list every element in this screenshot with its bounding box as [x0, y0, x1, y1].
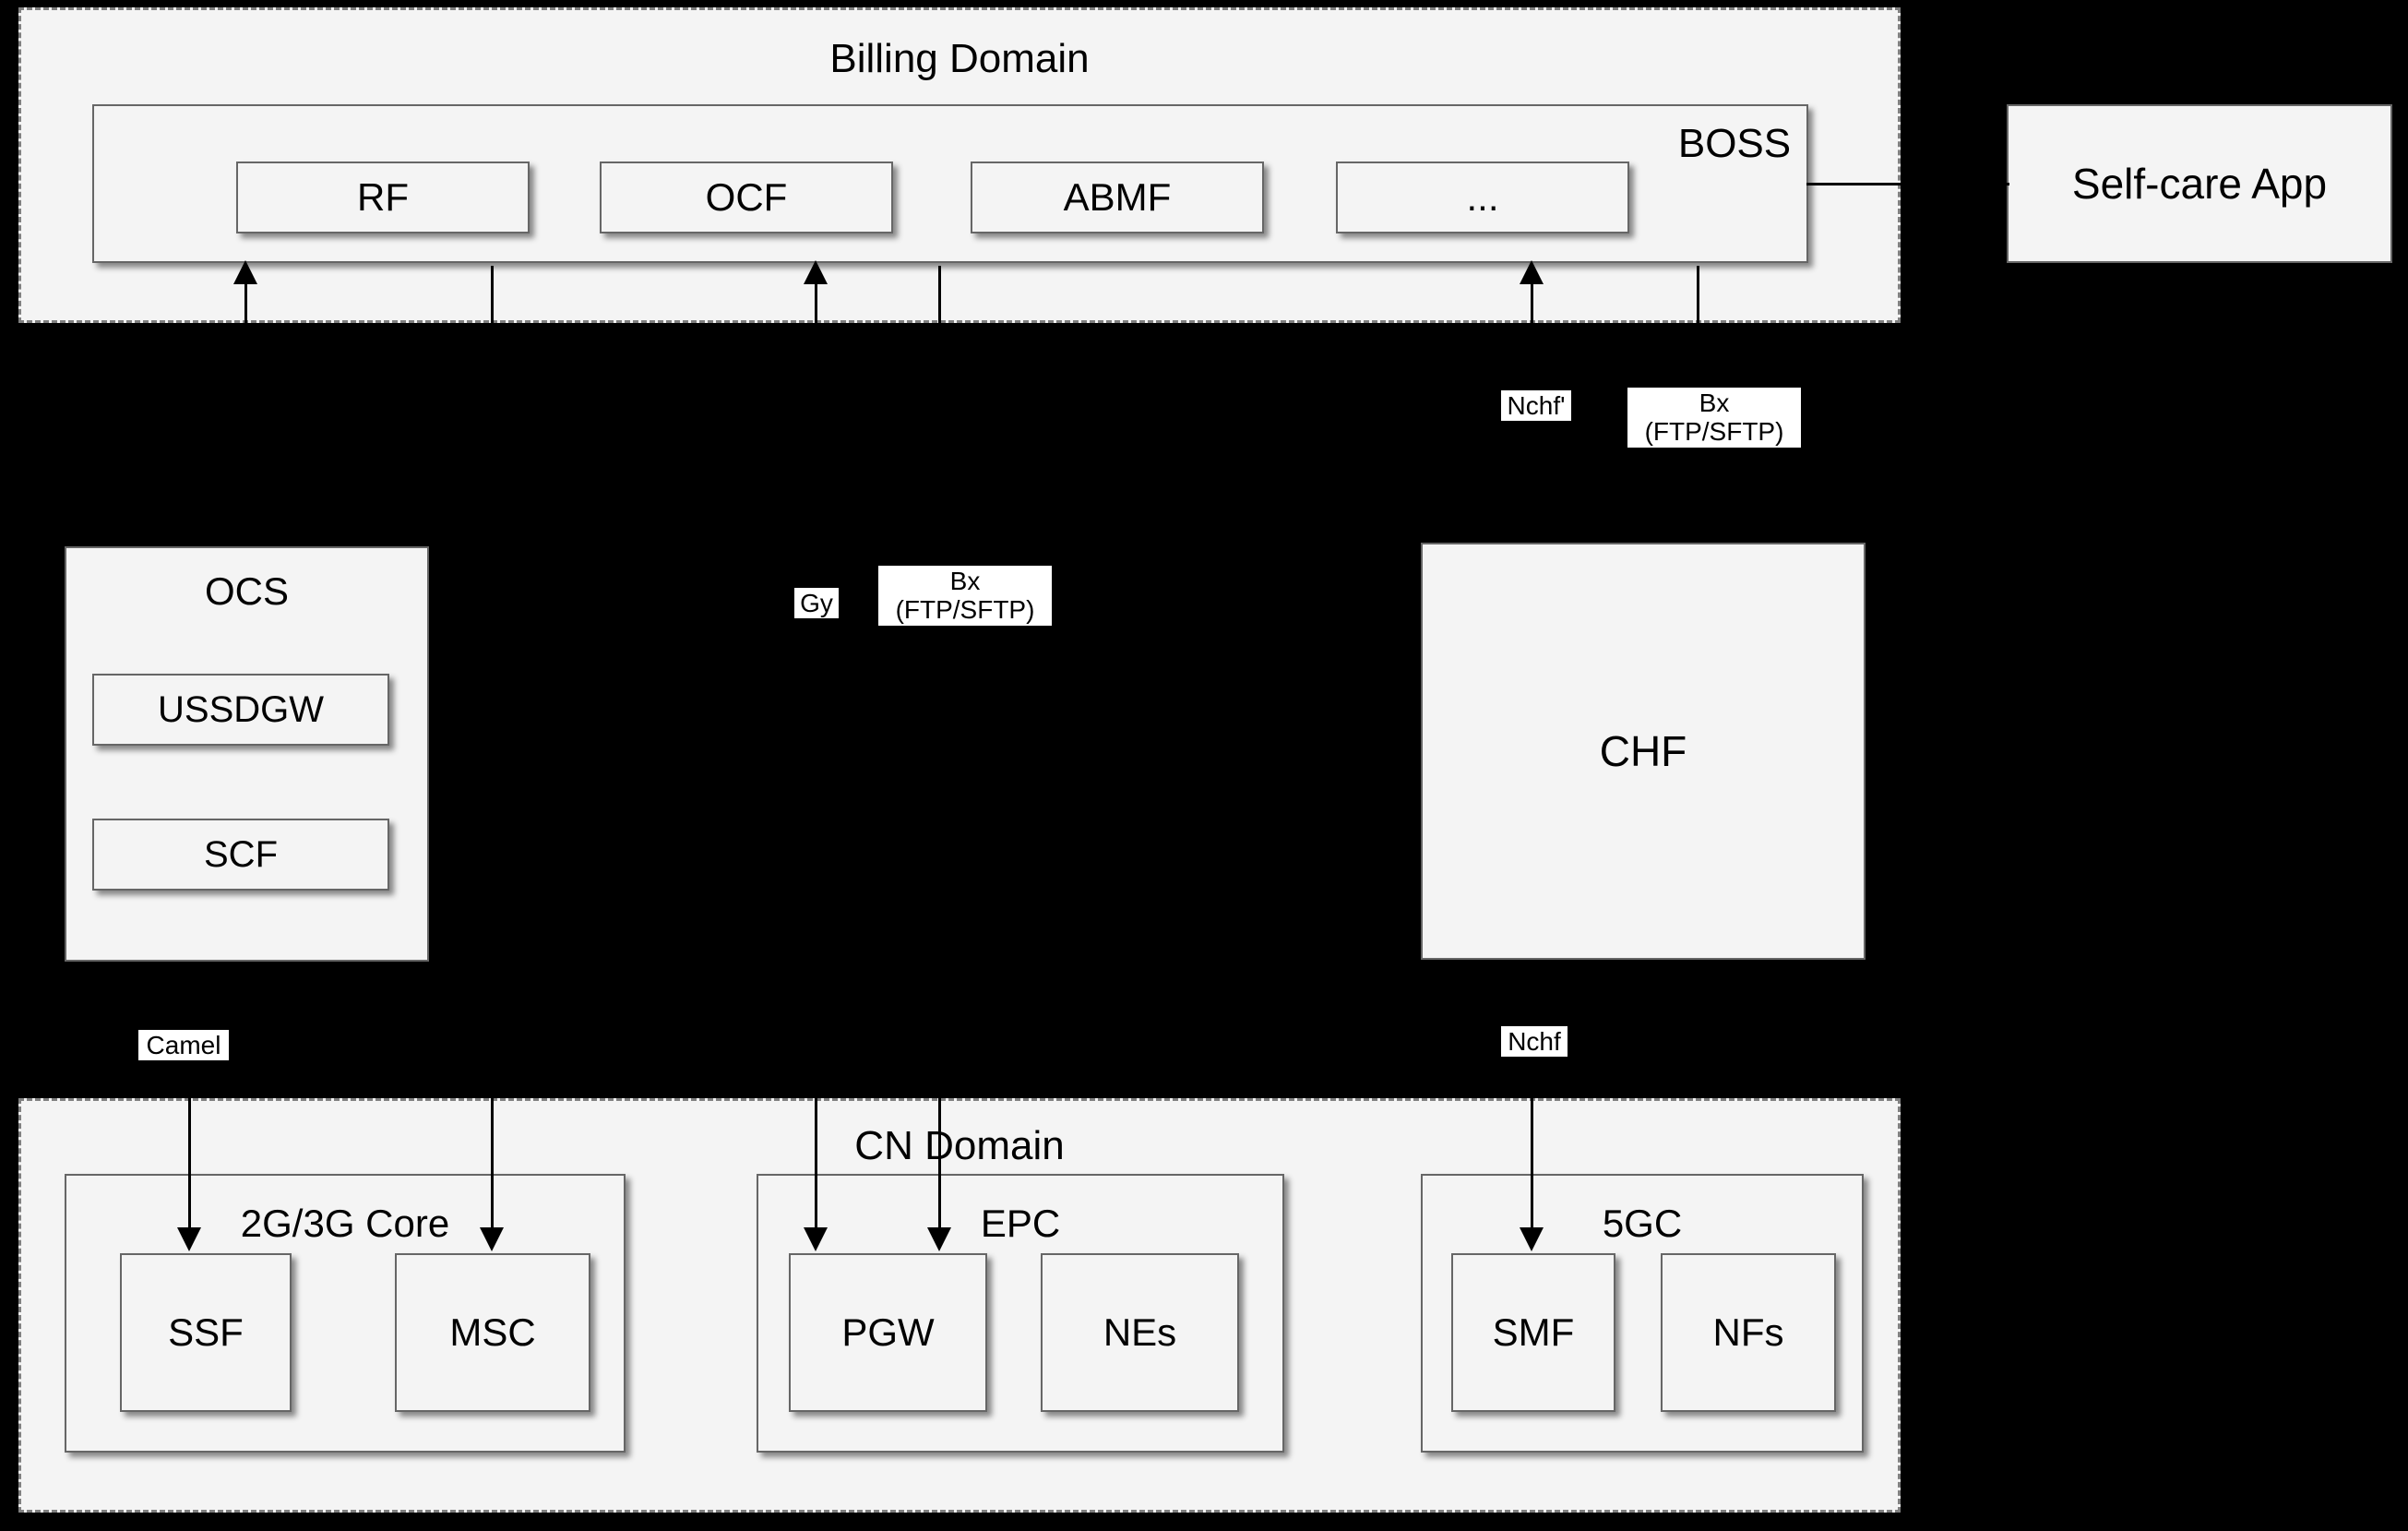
link-bx-to-pgw — [938, 1098, 941, 1246]
arrow-gy-to-pgw — [804, 1227, 828, 1251]
cn-node-msc-label: MSC — [449, 1310, 536, 1354]
self-care-app-label: Self-care App — [2071, 160, 2328, 208]
link-nchf-chf-to-smf — [1531, 1098, 1533, 1246]
interface-label-bx-lower: Bx (FTP/SFTP) — [878, 566, 1052, 626]
cn-group-epc-title: EPC — [980, 1202, 1061, 1245]
self-care-app-box[interactable]: Self-care App — [2007, 104, 2392, 263]
interface-label-nchf: Nchf — [1501, 1026, 1568, 1058]
cn-node-msc[interactable]: MSC — [395, 1253, 590, 1412]
interface-label-bx-lower-line1: Bx — [949, 567, 981, 595]
interface-label-camel: Camel — [138, 1030, 229, 1061]
arrow-to-msc — [480, 1227, 504, 1251]
link-boss-bx-upper — [1697, 266, 1699, 323]
boss-component-rf[interactable]: RF — [236, 161, 530, 233]
interface-label-bx-upper-line2: (FTP/SFTP) — [1644, 417, 1784, 447]
link-boss-selfcare — [1806, 183, 2009, 185]
link-gy-to-ocf — [815, 277, 817, 323]
chf-label: CHF — [1599, 727, 1687, 775]
cn-node-nes[interactable]: NEs — [1041, 1253, 1239, 1412]
link-boss-to-msc — [491, 266, 494, 323]
ocs-component-scf-label: SCF — [204, 833, 278, 875]
interface-label-gy-line1: Gy — [800, 589, 833, 617]
cn-node-ssf[interactable]: SSF — [120, 1253, 292, 1412]
boss-component-rf-label: RF — [357, 175, 409, 219]
boss-label: BOSS — [1677, 121, 1792, 166]
interface-label-nchf-prime: Nchf' — [1501, 390, 1571, 422]
cn-group-2g3g-core-title: 2G/3G Core — [240, 1202, 450, 1245]
arrow-nchf-chf-to-smf — [1520, 1227, 1544, 1251]
cn-node-nes-label: NEs — [1103, 1310, 1177, 1354]
arrow-nchf-prime-to-boss — [1520, 260, 1544, 284]
boss-component-ocf[interactable]: OCF — [600, 161, 893, 233]
ocs-box — [65, 546, 429, 962]
cn-domain-title: CN Domain — [854, 1123, 1065, 1168]
interface-label-bx-upper: Bx (FTP/SFTP) — [1627, 388, 1801, 448]
interface-label-gy: Gy — [794, 588, 839, 619]
arrow-camel-to-ssf — [177, 1227, 201, 1251]
cn-node-smf[interactable]: SMF — [1451, 1253, 1615, 1412]
ocs-component-ussdgw-label: USSDGW — [158, 688, 324, 730]
boss-component-more-label: ... — [1466, 175, 1499, 219]
ocs-component-ussdgw[interactable]: USSDGW — [92, 674, 389, 746]
interface-label-bx-upper-line1: Bx — [1699, 389, 1730, 417]
cn-node-nfs-label: NFs — [1712, 1310, 1784, 1354]
chf-box[interactable]: CHF — [1421, 543, 1866, 960]
link-to-msc — [491, 1098, 494, 1246]
ocs-component-scf[interactable]: SCF — [92, 819, 389, 891]
cn-node-ssf-label: SSF — [168, 1310, 244, 1354]
boss-component-abmf[interactable]: ABMF — [971, 161, 1264, 233]
link-gy-to-pgw — [815, 1098, 817, 1246]
cn-node-smf-label: SMF — [1492, 1310, 1575, 1354]
arrow-gy-to-ocf — [804, 260, 828, 284]
cn-node-nfs[interactable]: NFs — [1661, 1253, 1836, 1412]
link-camel-to-ssf — [188, 1098, 191, 1246]
link-boss-bx-lower — [938, 266, 941, 323]
interface-label-nchf-prime-line1: Nchf' — [1507, 391, 1566, 420]
arrow-ocs-to-rf — [233, 260, 257, 284]
ocs-title: OCS — [204, 569, 289, 613]
link-ocs-to-rf — [244, 277, 247, 323]
cn-node-pgw-label: PGW — [841, 1310, 935, 1354]
boss-component-abmf-label: ABMF — [1063, 175, 1172, 219]
cn-group-5gc-title: 5GC — [1602, 1202, 1683, 1245]
boss-component-more[interactable]: ... — [1336, 161, 1629, 233]
interface-label-bx-lower-line2: (FTP/SFTP) — [895, 595, 1035, 625]
arrow-bx-to-pgw — [927, 1227, 951, 1251]
interface-label-camel-line1: Camel — [146, 1031, 221, 1059]
link-nchf-prime-to-boss — [1531, 277, 1533, 323]
boss-component-ocf-label: OCF — [705, 175, 788, 219]
billing-domain-title: Billing Domain — [829, 36, 1090, 81]
interface-label-nchf-line1: Nchf — [1508, 1027, 1561, 1056]
cn-node-pgw[interactable]: PGW — [789, 1253, 987, 1412]
